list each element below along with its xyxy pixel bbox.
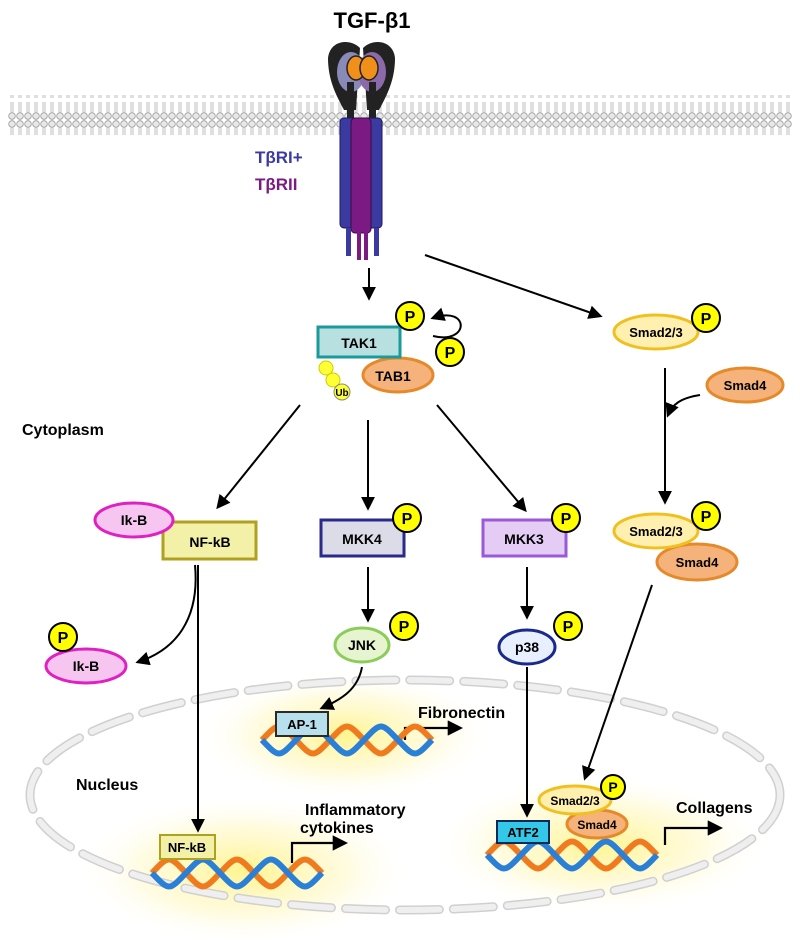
nfkb-complex-node: NF-kB Ik-B	[93, 501, 258, 561]
arrows	[135, 254, 701, 833]
svg-text:Smad2/3: Smad2/3	[629, 325, 682, 340]
cytoplasm-label: Cytoplasm	[22, 422, 104, 439]
svg-text:Ik-B: Ik-B	[73, 658, 99, 674]
ubiquitin-label: Ub	[335, 388, 348, 399]
svg-text:MKK4: MKK4	[342, 531, 382, 547]
arrow-ikb-release	[135, 564, 197, 666]
phospho-tak1	[395, 301, 425, 331]
arrow-tak1-mkk3	[436, 404, 527, 513]
svg-text:MKK3: MKK3	[504, 531, 544, 547]
svg-text:Ik-B: Ik-B	[121, 512, 147, 528]
svg-text:Smad2/3: Smad2/3	[550, 794, 600, 808]
collagens-label: Collagens	[676, 800, 753, 817]
arrow-receptor-smad	[424, 254, 603, 319]
receptor-label-2: TβRII	[255, 175, 297, 194]
dna-nfkb	[149, 856, 325, 890]
plasma-membrane	[8, 95, 792, 135]
svg-text:P: P	[563, 619, 574, 636]
svg-text:P: P	[701, 311, 712, 328]
receptor-label-1: TβRI+	[255, 148, 303, 167]
ikb-phospho-node: Ik-B P	[44, 622, 128, 685]
svg-text:Smad4: Smad4	[676, 555, 719, 570]
inflammatory-label-2: cytokines	[300, 820, 374, 837]
svg-text:P: P	[701, 509, 712, 526]
tab1-label: TAB1	[375, 368, 411, 384]
jnk-node: JNK P	[333, 611, 419, 664]
svg-text:Smad4: Smad4	[577, 818, 617, 832]
svg-text:NF-kB: NF-kB	[189, 534, 230, 550]
phospho-tab1	[435, 337, 465, 367]
tak1-shape	[316, 325, 402, 359]
tss-collagens	[663, 820, 724, 845]
svg-text:p38: p38	[515, 639, 539, 655]
nucleus-label: Nucleus	[76, 777, 138, 794]
mkk3-node: MKK3 P	[481, 503, 581, 558]
svg-text:P: P	[608, 779, 617, 795]
arrow-tak1-nfkb	[216, 404, 301, 510]
svg-text:Smad2/3: Smad2/3	[629, 524, 682, 539]
smad-complex-node: Smad4 Smad2/3 P	[612, 501, 739, 582]
dna-smad	[484, 838, 660, 872]
svg-text:JNK: JNK	[348, 637, 376, 653]
p38-node: p38 P	[497, 611, 583, 666]
arrow-smad4-join	[665, 394, 701, 418]
ap1-node: AP-1	[275, 711, 329, 737]
arrow-jnk-ap1	[319, 666, 363, 710]
inflammatory-label-1: Inflammatory	[305, 802, 406, 819]
smad-nuclear-node: Smad4 Smad2/3 P	[537, 774, 629, 840]
svg-text:P: P	[402, 511, 413, 528]
svg-text:P: P	[399, 619, 410, 636]
svg-text:P: P	[58, 630, 69, 647]
mkk4-node: MKK4 P	[319, 503, 422, 558]
tss-inflammatory	[290, 835, 349, 863]
arrow-autophospho	[430, 307, 462, 339]
phospho-smad23-top	[691, 303, 721, 333]
ligand-label: TGF-β1	[334, 8, 411, 33]
fibronectin-label: Fibronectin	[418, 705, 505, 722]
svg-text:P: P	[405, 309, 416, 326]
svg-text:ATF2: ATF2	[507, 825, 539, 840]
receptor-complex	[328, 42, 395, 260]
nfkb-nuclear-node: NF-kB	[159, 834, 216, 860]
smad23-top-node: Smad2/3 P	[612, 303, 721, 351]
svg-text:P: P	[445, 345, 456, 362]
tak1-label: TAK1	[341, 335, 377, 351]
nucleus-glow-ap1	[195, 670, 495, 800]
tak1-node: TAB1 TAK1 Ub P P	[316, 301, 465, 401]
svg-text:Smad4: Smad4	[724, 378, 767, 393]
atf2-node: ATF2	[496, 820, 550, 844]
arrow-smad-nucleus	[582, 584, 653, 781]
svg-text:AP-1: AP-1	[287, 717, 317, 732]
svg-text:P: P	[561, 511, 572, 528]
smad4-top-node: Smad4	[705, 366, 785, 404]
svg-text:NF-kB: NF-kB	[168, 840, 206, 855]
